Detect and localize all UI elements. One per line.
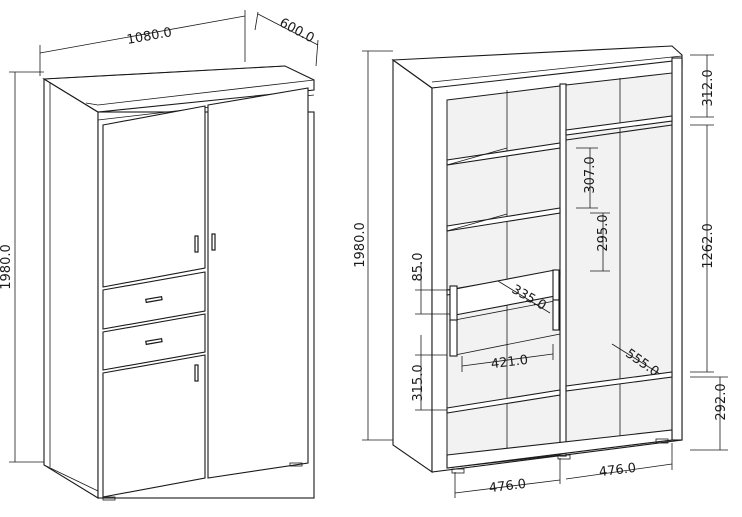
bottom-gap-label: 292.0	[714, 383, 729, 420]
shelf-4	[446, 389, 561, 414]
interior-view-wardrobe: 1980.0 312.0 1262.0 292.0 307.0 295.0 85…	[353, 45, 729, 498]
shelf-gap-2-label: 295.0	[596, 214, 611, 251]
hanging-rail	[565, 124, 673, 141]
drawer-open-front-panel-2[interactable]	[449, 319, 458, 357]
right-tall-door[interactable]	[207, 87, 309, 479]
front-depth-label: 600.0	[277, 16, 317, 47]
left-width-label: 476.0	[488, 477, 527, 496]
center-divider	[559, 83, 567, 457]
drawer-open-front-panel[interactable]	[449, 285, 458, 323]
drawer-handle-icon	[145, 295, 163, 304]
front-width-label: 1080.0	[126, 25, 173, 48]
front-height-label: 1980.0	[0, 244, 14, 290]
top-shelf-right	[565, 115, 673, 136]
shelf-1	[446, 142, 561, 166]
top-gap-label: 312.0	[701, 69, 716, 106]
drawer-lower[interactable]	[102, 313, 206, 371]
drawer-front-label: 85.0	[411, 253, 426, 282]
lower-left-door[interactable]	[102, 354, 206, 498]
shelf-gap-label: 307.0	[583, 156, 598, 193]
shelf-2	[446, 207, 561, 232]
right-side-panel	[671, 57, 683, 441]
interior-height-label: 1980.0	[353, 222, 368, 268]
drawer-width-label: 421.0	[490, 353, 529, 372]
door-handle-icon	[211, 233, 216, 251]
side-panel	[43, 78, 99, 499]
bottom-shelf-right	[565, 371, 673, 392]
bottom-shelf-label: 315.0	[411, 364, 426, 401]
drawer-handle-icon	[145, 337, 163, 346]
front-view-wardrobe: 1080.0 600.0 1980.0	[0, 10, 319, 501]
door-handle-icon	[194, 235, 199, 253]
right-width-label: 476.0	[598, 461, 637, 480]
upper-left-door[interactable]	[102, 105, 206, 288]
hanging-height-label: 1262.0	[701, 223, 716, 269]
door-handle-icon	[194, 364, 199, 382]
